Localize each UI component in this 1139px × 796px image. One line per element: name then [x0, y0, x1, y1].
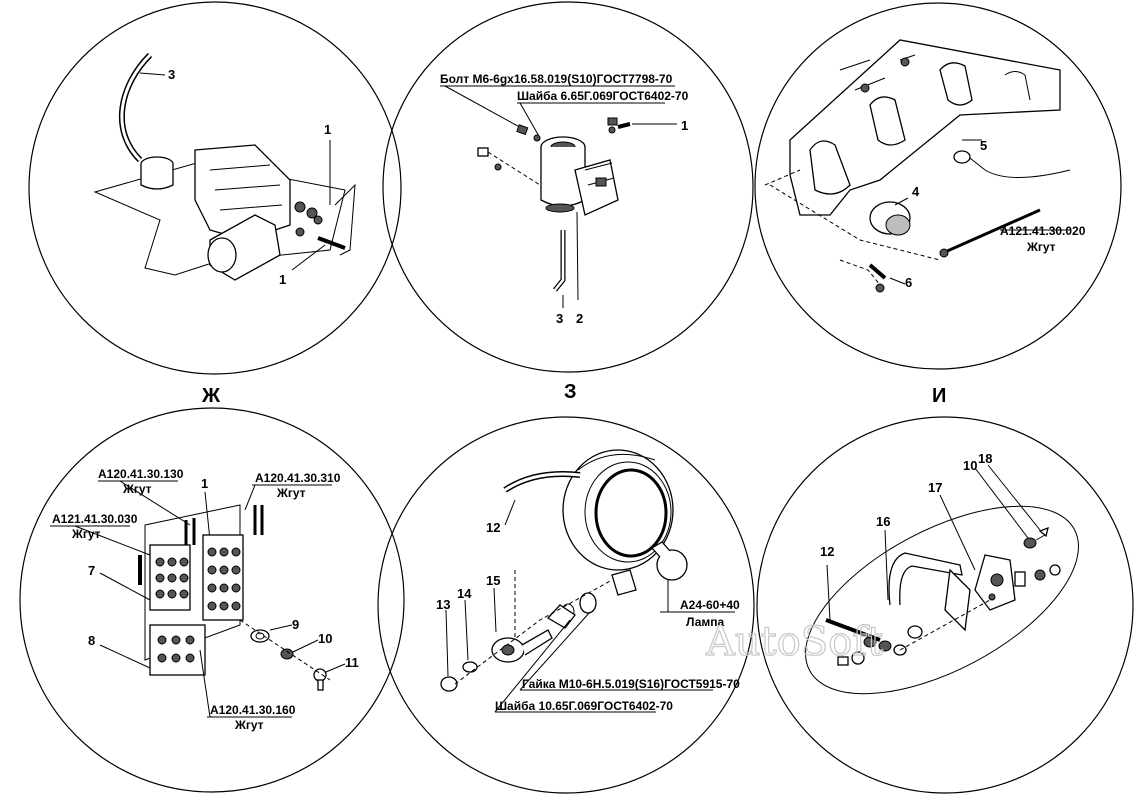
detail-circle-top-center: Болт М6-6gх16.58.019(S10)ГОСТ7798-70 Шай… [382, 1, 754, 373]
detail-circle-outline [754, 2, 1122, 370]
nut-label: Гайка М10-6Н.5.019(S16)ГОСТ5915-70 [522, 677, 740, 691]
label-1: 1 [681, 118, 688, 133]
detail-circle-outline [382, 1, 754, 373]
connector-block-right [202, 534, 244, 621]
lamp-code: А24-60+40 [680, 598, 740, 612]
label-5: 5 [980, 138, 987, 153]
harness-word: Жгут [1026, 240, 1056, 254]
view-label-i: И [932, 385, 946, 407]
label-4: 4 [912, 184, 920, 199]
bracket-16 [888, 552, 963, 606]
detail-circle-outline [19, 407, 405, 793]
connector-plate [144, 504, 241, 661]
label-1-top: 1 [324, 122, 331, 137]
lamp-word: Лампа [686, 615, 725, 629]
detail-circle-bottom-left: А120.41.30.130 Жгут А120.41.30.310 Жгут … [19, 407, 405, 793]
harness-code: А121.41.30.020 [1000, 224, 1086, 238]
connector-block-left [149, 544, 191, 611]
harness-310-code: А120.41.30.310 [255, 471, 341, 485]
harness-310-word: Жгут [276, 486, 306, 500]
lamp-housing [562, 449, 674, 571]
harness-160-word: Жгут [234, 718, 264, 732]
detail-circle-outline [377, 416, 755, 794]
mounting-surface [805, 505, 1079, 695]
label-6: 6 [905, 275, 912, 290]
label-8: 8 [88, 633, 95, 648]
label-14: 14 [457, 586, 472, 601]
label-2: 2 [576, 311, 583, 326]
view-label-z: З [564, 381, 577, 403]
washer-label: Шайба 6.65Г.069ГОСТ6402-70 [517, 89, 689, 103]
harness-030-word: Жгут [71, 527, 101, 541]
harness-030-code: А121.41.30.030 [52, 512, 138, 526]
bolt-label: Болт М6-6gх16.58.019(S10)ГОСТ7798-70 [440, 72, 673, 86]
detail-circle-top-left: 3 1 1 [28, 1, 402, 375]
sensor-5 [953, 150, 971, 164]
label-12: 12 [486, 520, 500, 535]
harness-160-code: А120.41.30.160 [210, 703, 296, 717]
harness-130-word: Жгут [122, 482, 152, 496]
label-18: 18 [978, 451, 992, 466]
relay-box [574, 159, 619, 216]
label-3: 3 [556, 311, 563, 326]
label-3: 3 [168, 67, 175, 82]
label-13: 13 [436, 597, 450, 612]
connector-block-bottom [149, 624, 206, 676]
detail-circle-top-right: 5 4 А121.41.30.020 Жгут 6 [754, 2, 1122, 370]
detail-circle-outline [28, 1, 402, 375]
detail-circle-outline [756, 416, 1134, 794]
washer-label: Шайба 10.65Г.069ГОСТ6402-70 [495, 699, 673, 713]
label-7: 7 [88, 563, 95, 578]
label-11: 11 [345, 655, 359, 670]
detail-circle-bottom-right: 16 17 10 18 12 AutoSoft [704, 416, 1134, 794]
view-label-zh: Ж [201, 385, 221, 407]
label-16: 16 [876, 514, 890, 529]
label-1: 1 [201, 476, 208, 491]
harness-130-code: А120.41.30.130 [98, 467, 184, 481]
label-12: 12 [820, 544, 834, 559]
label-17: 17 [928, 480, 942, 495]
watermark: AutoSoft [705, 619, 883, 665]
lamp-bulb [656, 549, 688, 581]
label-9: 9 [292, 617, 299, 632]
label-10: 10 [318, 631, 332, 646]
detail-circle-bottom-center: 12 А24-60+40 Лампа 15 14 13 Гайка М10-6Н… [377, 416, 755, 794]
label-1-bottom: 1 [279, 272, 286, 287]
label-10: 10 [963, 458, 977, 473]
label-15: 15 [486, 573, 500, 588]
